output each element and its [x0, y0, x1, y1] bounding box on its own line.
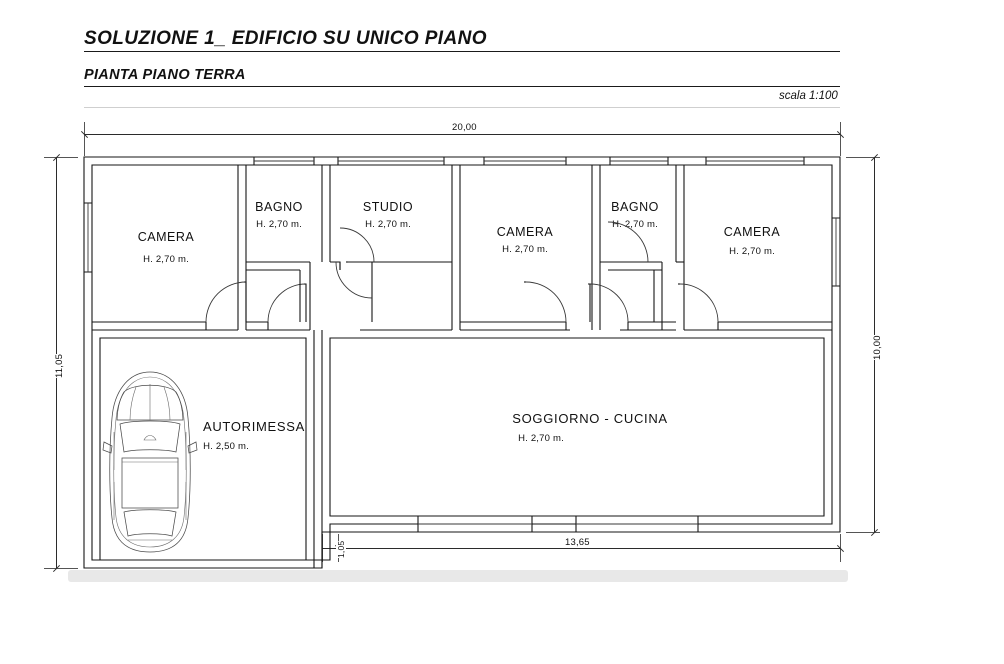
room-height-autorimessa: H. 2,50 m. [203, 441, 249, 452]
room-height-camera-3: H. 2,70 m. [729, 246, 775, 257]
top-dimension-line [84, 134, 840, 135]
top-dim-ext-left [84, 122, 85, 156]
room-label-camera-1: CAMERA [137, 230, 195, 244]
room-height-soggiorno-cucina: H. 2,70 m. [518, 433, 564, 444]
left-dimension-text: 11,05 [54, 353, 65, 378]
drawing-title: SOLUZIONE 1_ EDIFICIO SU UNICO PIANO [84, 28, 487, 49]
drawing-subtitle: PIANTA PIANO TERRA [84, 67, 246, 83]
left-dim-ext-bottom [44, 568, 78, 569]
room-height-studio: H. 2,70 m. [365, 219, 411, 230]
bottom-small-dimension-text: 1,05 [336, 540, 346, 558]
room-label-bagno-1: BAGNO [255, 200, 303, 214]
room-height-camera-2: H. 2,70 m. [502, 244, 548, 255]
subtitle-underline [84, 86, 840, 87]
left-dim-ext-top [44, 157, 78, 158]
right-dimension-text: 10,00 [872, 335, 883, 360]
title-underline [84, 51, 840, 52]
room-height-camera-1: H. 2,70 m. [143, 254, 189, 265]
bottom-dimension-text: 13,65 [562, 537, 593, 548]
room-label-soggiorno-cucina: SOGGIORNO - CUCINA [512, 411, 668, 426]
room-label-camera-2: CAMERA [496, 225, 554, 239]
room-label-studio: STUDIO [362, 200, 414, 214]
room-height-bagno-2: H. 2,70 m. [612, 219, 658, 230]
top-dimension-text: 20,00 [449, 122, 480, 133]
ground-shadow-strip [68, 570, 848, 582]
top-dim-ext-right [840, 122, 841, 156]
scale-underline [84, 107, 840, 108]
room-height-bagno-1: H. 2,70 m. [256, 219, 302, 230]
bottom-dimension-line [338, 548, 840, 549]
room-label-camera-3: CAMERA [723, 225, 781, 239]
room-label-autorimessa: AUTORIMESSA [202, 419, 306, 434]
right-dim-ext-top [846, 157, 880, 158]
right-dim-ext-bottom [846, 532, 880, 533]
room-label-bagno-2: BAGNO [611, 200, 659, 214]
car-symbol [102, 371, 198, 553]
scale-label: scala 1:100 [779, 90, 838, 102]
